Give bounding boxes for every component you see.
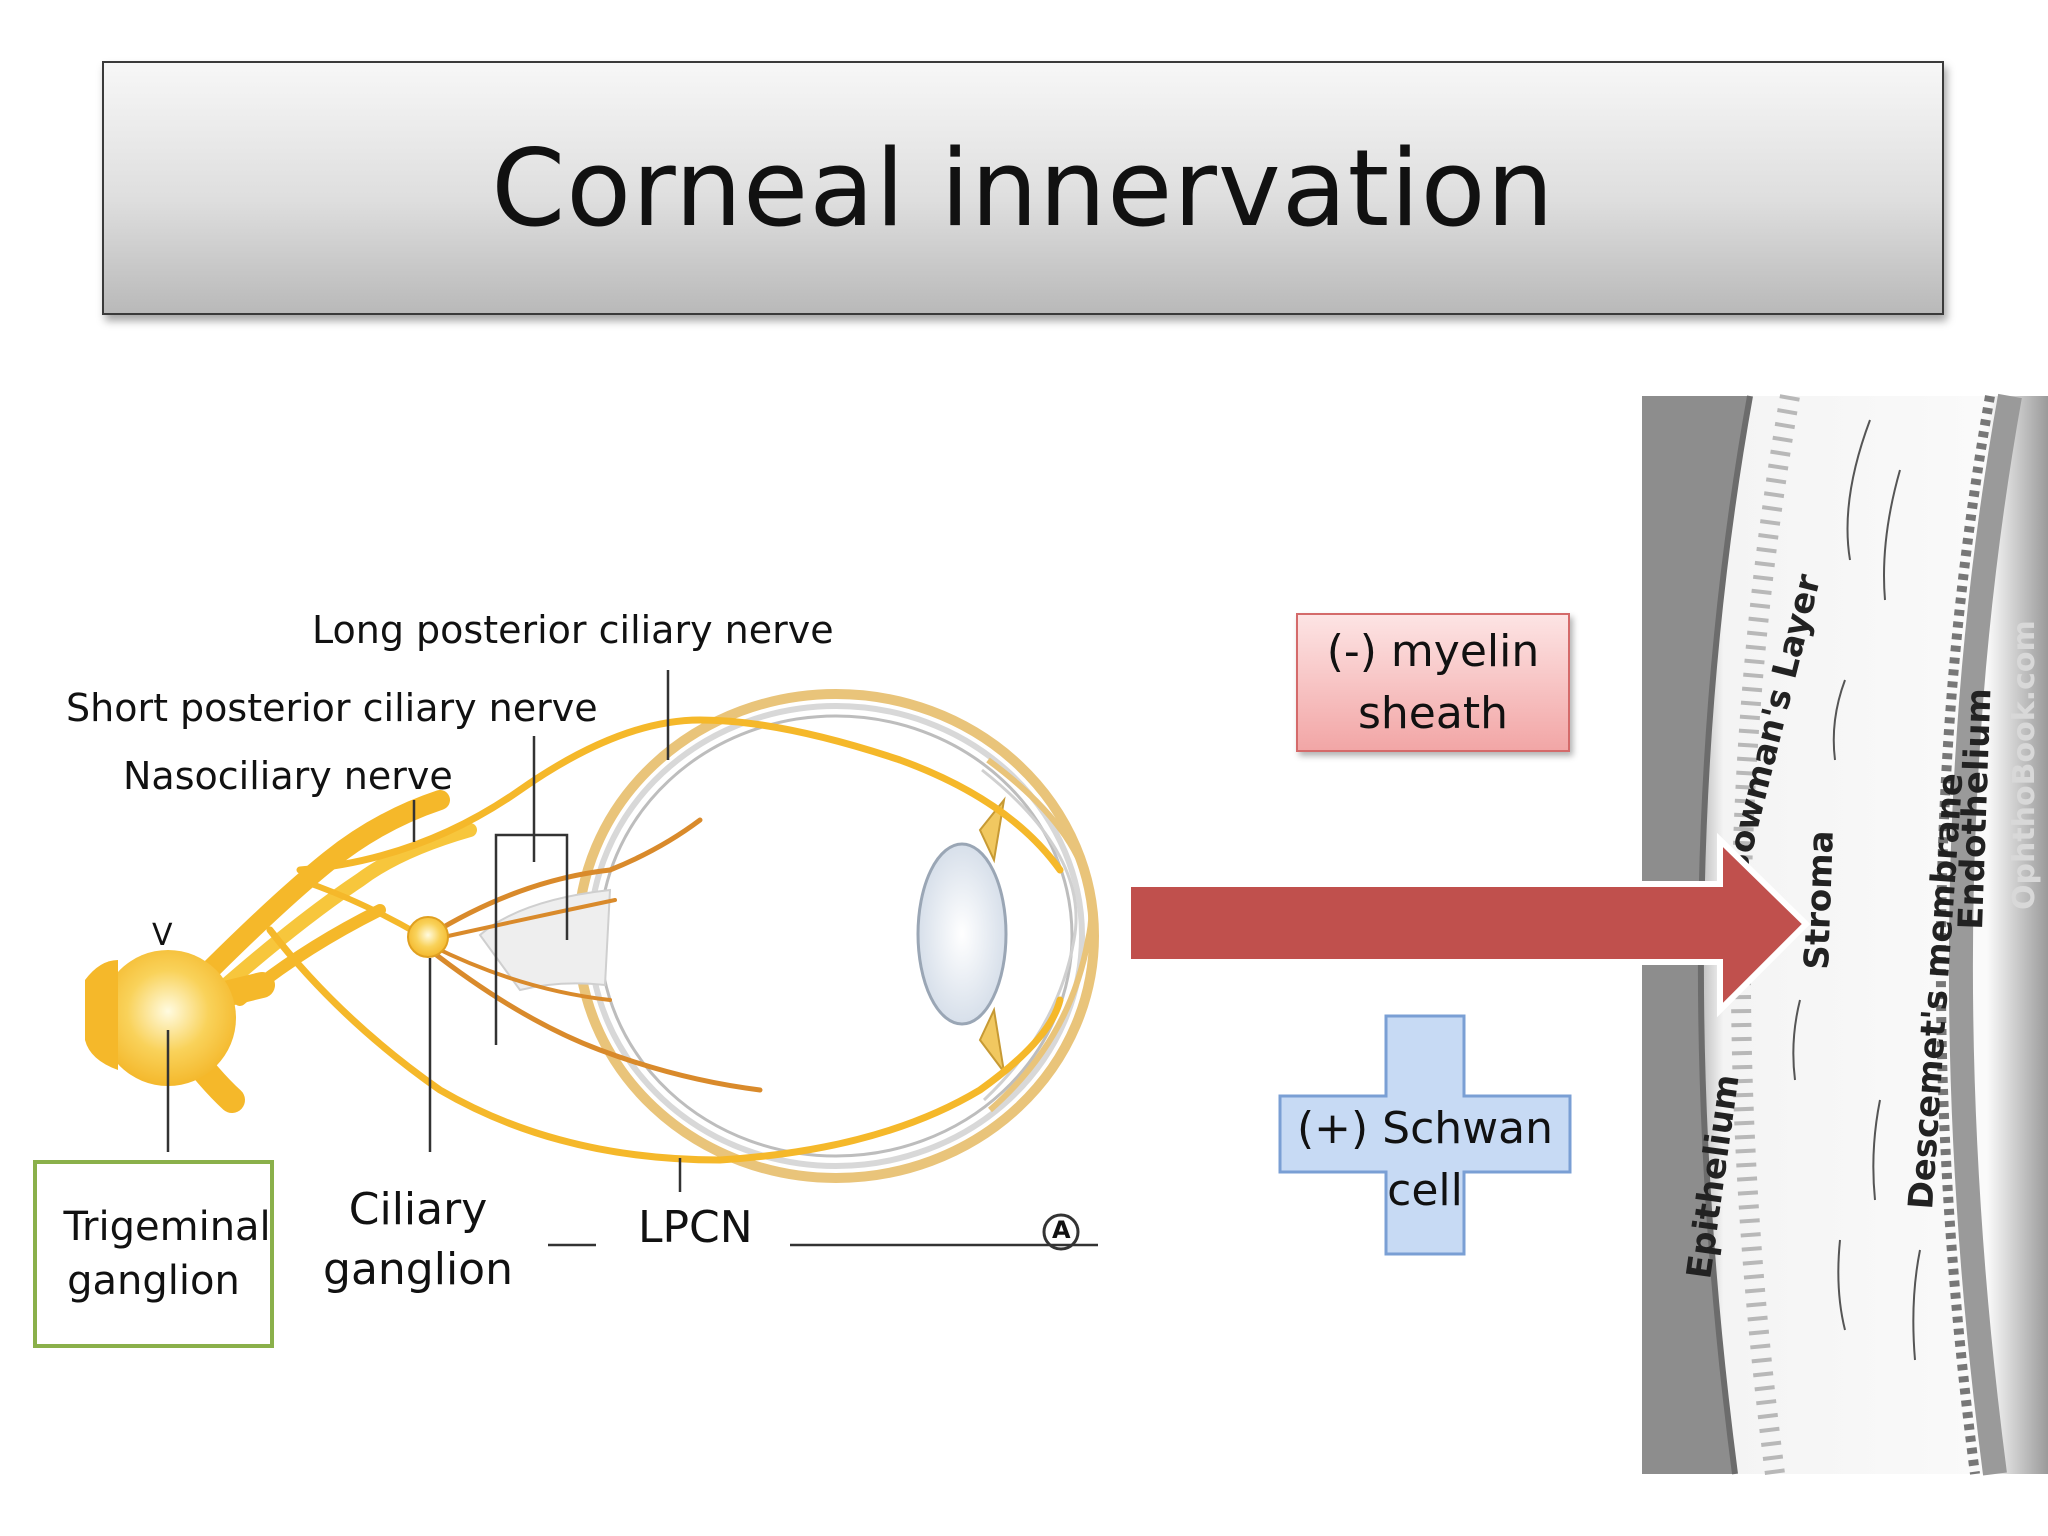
label-long-posterior-ciliary-nerve: Long posterior ciliary nerve — [312, 608, 834, 652]
trigeminal-ganglion-shape — [100, 950, 236, 1086]
watermark: OphthoBook.com — [2007, 620, 2042, 910]
trigeminal-root — [85, 960, 118, 1070]
layer-label-endothelium: Endothelium — [1951, 687, 1999, 930]
myelin-callout-text: (-) myelin sheath — [1326, 625, 1540, 739]
ciliary-ganglion-shape — [407, 916, 449, 958]
label-short-posterior-ciliary-nerve: Short posterior ciliary nerve — [66, 686, 598, 730]
big-arrow — [1125, 832, 1811, 1018]
slide-title: Corneal innervation — [491, 126, 1555, 250]
layer-label-stroma: Stroma — [1797, 830, 1842, 971]
eye-globe — [478, 689, 1099, 1183]
leader-lines — [166, 670, 1098, 1247]
myelin-callout: (-) myelin sheath — [1296, 613, 1570, 752]
label-lpcn: LPCN — [638, 1202, 753, 1253]
panel-letter-circle — [1042, 1213, 1080, 1251]
nerves — [167, 716, 1064, 1164]
title-box: Corneal innervation — [102, 61, 1944, 315]
schwan-plus-shape — [1278, 1014, 1572, 1256]
label-cranial-v: V — [152, 918, 173, 953]
label-ciliary-ganglion: Ciliary ganglion — [323, 1184, 513, 1295]
trigeminal-ganglion-label-box: Trigeminal ganglion — [33, 1160, 274, 1348]
label-panel-letter: A — [1052, 1216, 1071, 1244]
label-nasociliary-nerve: Nasociliary nerve — [123, 754, 453, 798]
label-trigeminal-ganglion: Trigeminal ganglion — [63, 1204, 271, 1304]
schwan-callout-text: (+) Schwan cell — [1296, 1103, 1554, 1216]
cornea-section: Epithelium Bowman's Layer Stroma Desceme… — [1642, 393, 2048, 1476]
